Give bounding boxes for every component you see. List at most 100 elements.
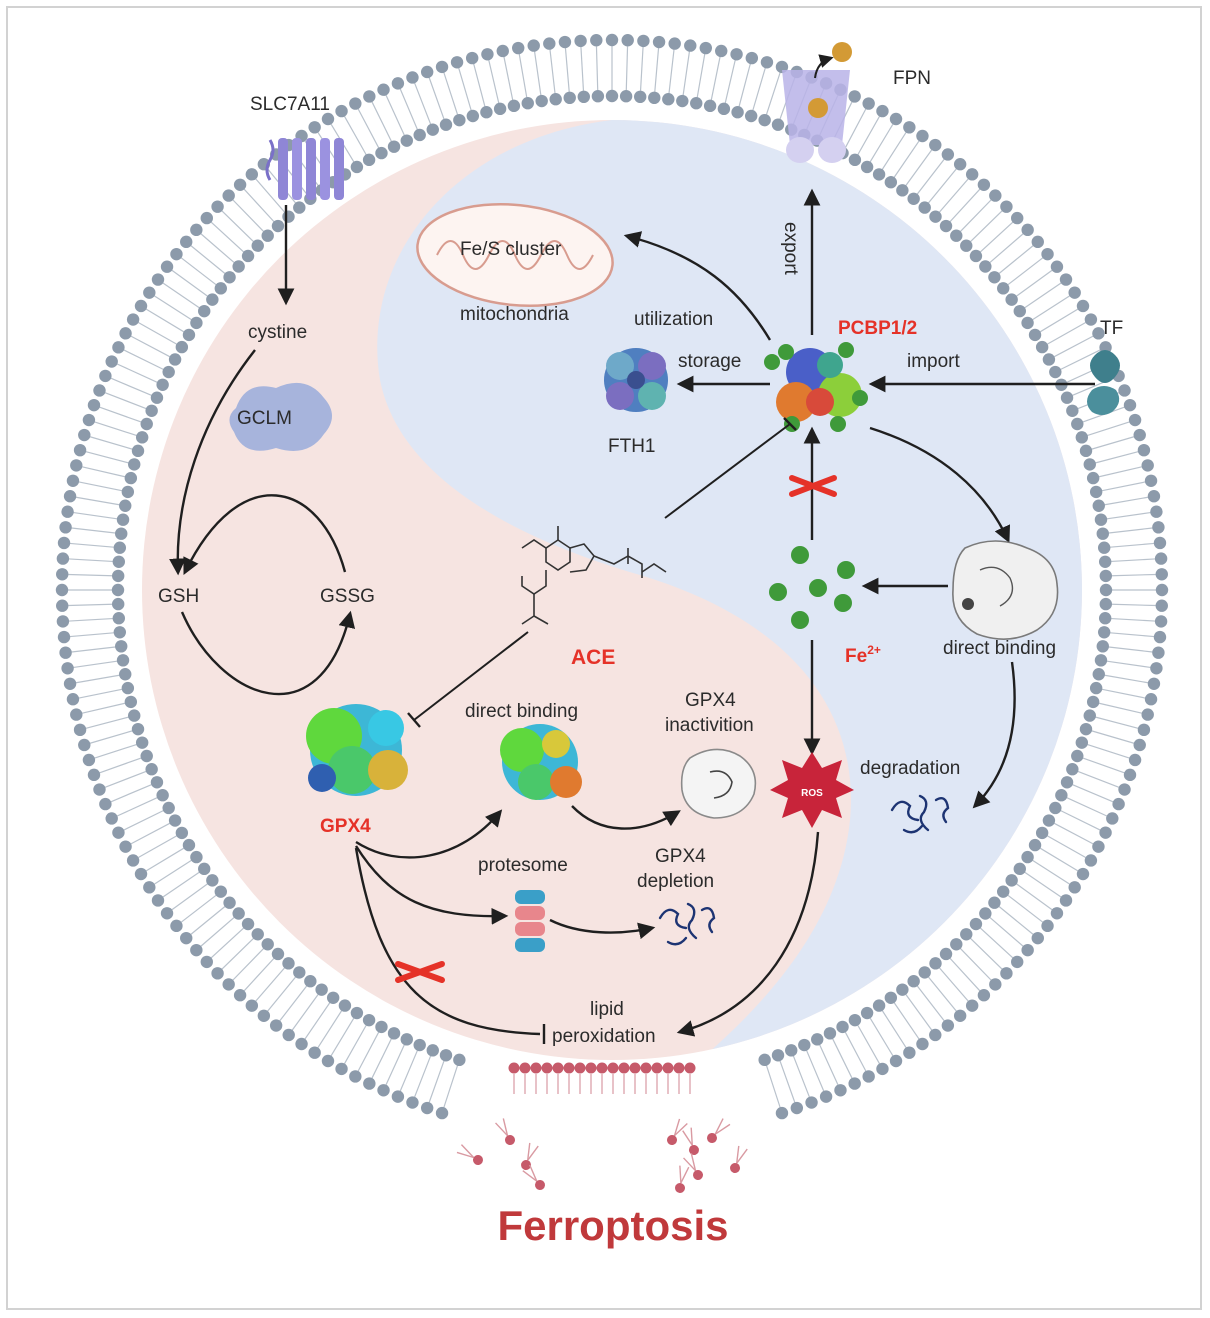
lipid-head <box>1049 365 1062 379</box>
lipid-head <box>111 583 125 597</box>
lipid-head <box>391 77 405 90</box>
lipid-head <box>1055 789 1068 802</box>
lipid-head <box>563 91 576 105</box>
lipid-head <box>1099 826 1112 839</box>
lipid-tail <box>1087 743 1130 759</box>
lipid-head <box>668 37 681 50</box>
lipid-tail <box>580 46 585 91</box>
lipid-tail <box>564 47 570 92</box>
lipid-head <box>512 41 525 55</box>
slc7a11-label: SLC7A11 <box>250 94 330 115</box>
lipid-tail <box>210 221 245 253</box>
lipid-head <box>56 568 69 581</box>
cell-membrane <box>55 33 1169 1120</box>
lipid-head <box>1060 391 1074 404</box>
lipid-head <box>941 148 955 161</box>
lipid-head <box>362 1013 376 1027</box>
lipid-tail <box>518 53 528 98</box>
lipid-head <box>745 51 759 65</box>
lipid-tail <box>279 985 308 1022</box>
lipid-head <box>168 814 182 827</box>
lipid-head <box>1079 444 1093 458</box>
lipid-head <box>848 1077 861 1090</box>
lipid-tail <box>1024 282 1062 309</box>
lipid-tail <box>116 797 158 817</box>
lipid-fragment <box>667 1118 688 1145</box>
ace-inhibit-pcbp <box>664 423 791 519</box>
lipid-head <box>1133 428 1146 442</box>
lipid-head <box>206 874 219 887</box>
lipid-head <box>1021 850 1034 864</box>
lipid-tail <box>844 1031 867 1072</box>
lipid-tail <box>1047 835 1086 859</box>
ace-molecule-icon <box>521 526 667 625</box>
lipid-tail <box>1110 542 1155 548</box>
ace-inhibit-gpx4 <box>413 631 529 721</box>
lipid-head <box>105 812 118 825</box>
lipid-tail <box>1024 871 1062 898</box>
lipid-tail <box>414 1055 432 1098</box>
lipid-head <box>717 102 731 116</box>
lipid-head <box>293 966 306 979</box>
lipid-head <box>493 102 507 116</box>
lipid-head <box>211 967 224 980</box>
lipid-head <box>574 34 587 48</box>
lipid-head <box>918 201 931 214</box>
lipid-tail <box>1066 797 1108 817</box>
fpn-transporter-icon <box>782 42 852 163</box>
lipid-tail <box>68 617 113 622</box>
lipid-head <box>400 1033 413 1046</box>
cystine-label: cystine <box>248 322 307 343</box>
lipid-head <box>214 885 228 898</box>
lipid-tail <box>414 82 432 125</box>
lipid-head <box>180 931 193 945</box>
lipid-tail <box>221 938 254 970</box>
lipid-head <box>1106 812 1119 825</box>
lipid-head <box>939 947 953 961</box>
lipid-head <box>1086 695 1100 709</box>
lipid-head <box>872 168 886 181</box>
lipid-head <box>73 723 87 737</box>
lipid-tail <box>68 603 113 607</box>
lipid-head <box>1000 200 1013 213</box>
lipid-tail <box>1007 894 1044 923</box>
lipid-head <box>99 797 112 811</box>
lipid-tail <box>869 123 894 163</box>
lipid-head <box>350 160 364 174</box>
lipid-tail <box>458 67 472 111</box>
lipid-head <box>63 490 77 503</box>
lipid-head <box>93 783 106 796</box>
lipid-head <box>135 736 149 749</box>
lipid-head <box>439 1049 453 1062</box>
lipid-head <box>190 223 203 237</box>
lipid-tail <box>162 282 200 309</box>
lipid-head <box>903 121 916 134</box>
lipid-head <box>190 850 203 864</box>
lipid-head <box>1071 417 1084 431</box>
ros-to-lipid-arrow <box>676 831 820 1037</box>
lipid-head <box>73 443 87 457</box>
lipid-tail <box>595 46 599 91</box>
damaged-lipid-head <box>673 1062 685 1074</box>
lipid-tail <box>399 1050 418 1092</box>
lipid-head <box>232 260 245 273</box>
lipid-head <box>1147 490 1161 503</box>
lipid-tail <box>881 132 907 170</box>
lipid-head <box>1089 485 1103 499</box>
lipid-tail <box>89 730 133 744</box>
lipid-head <box>112 612 126 625</box>
inactive-gpx4-icon <box>680 748 757 819</box>
lipid-head <box>162 365 175 379</box>
lipid-tail <box>857 1025 881 1064</box>
lipid-tail <box>243 957 275 992</box>
lipid-head <box>996 885 1010 898</box>
lipid-head <box>190 943 203 957</box>
lipid-tail <box>99 757 142 774</box>
lipid-tail <box>960 948 992 981</box>
lipid-head <box>87 398 101 412</box>
lipid-head <box>413 128 426 142</box>
lipid-tail <box>200 916 235 947</box>
lipid-head <box>70 708 83 721</box>
lipid-head <box>1079 722 1093 736</box>
